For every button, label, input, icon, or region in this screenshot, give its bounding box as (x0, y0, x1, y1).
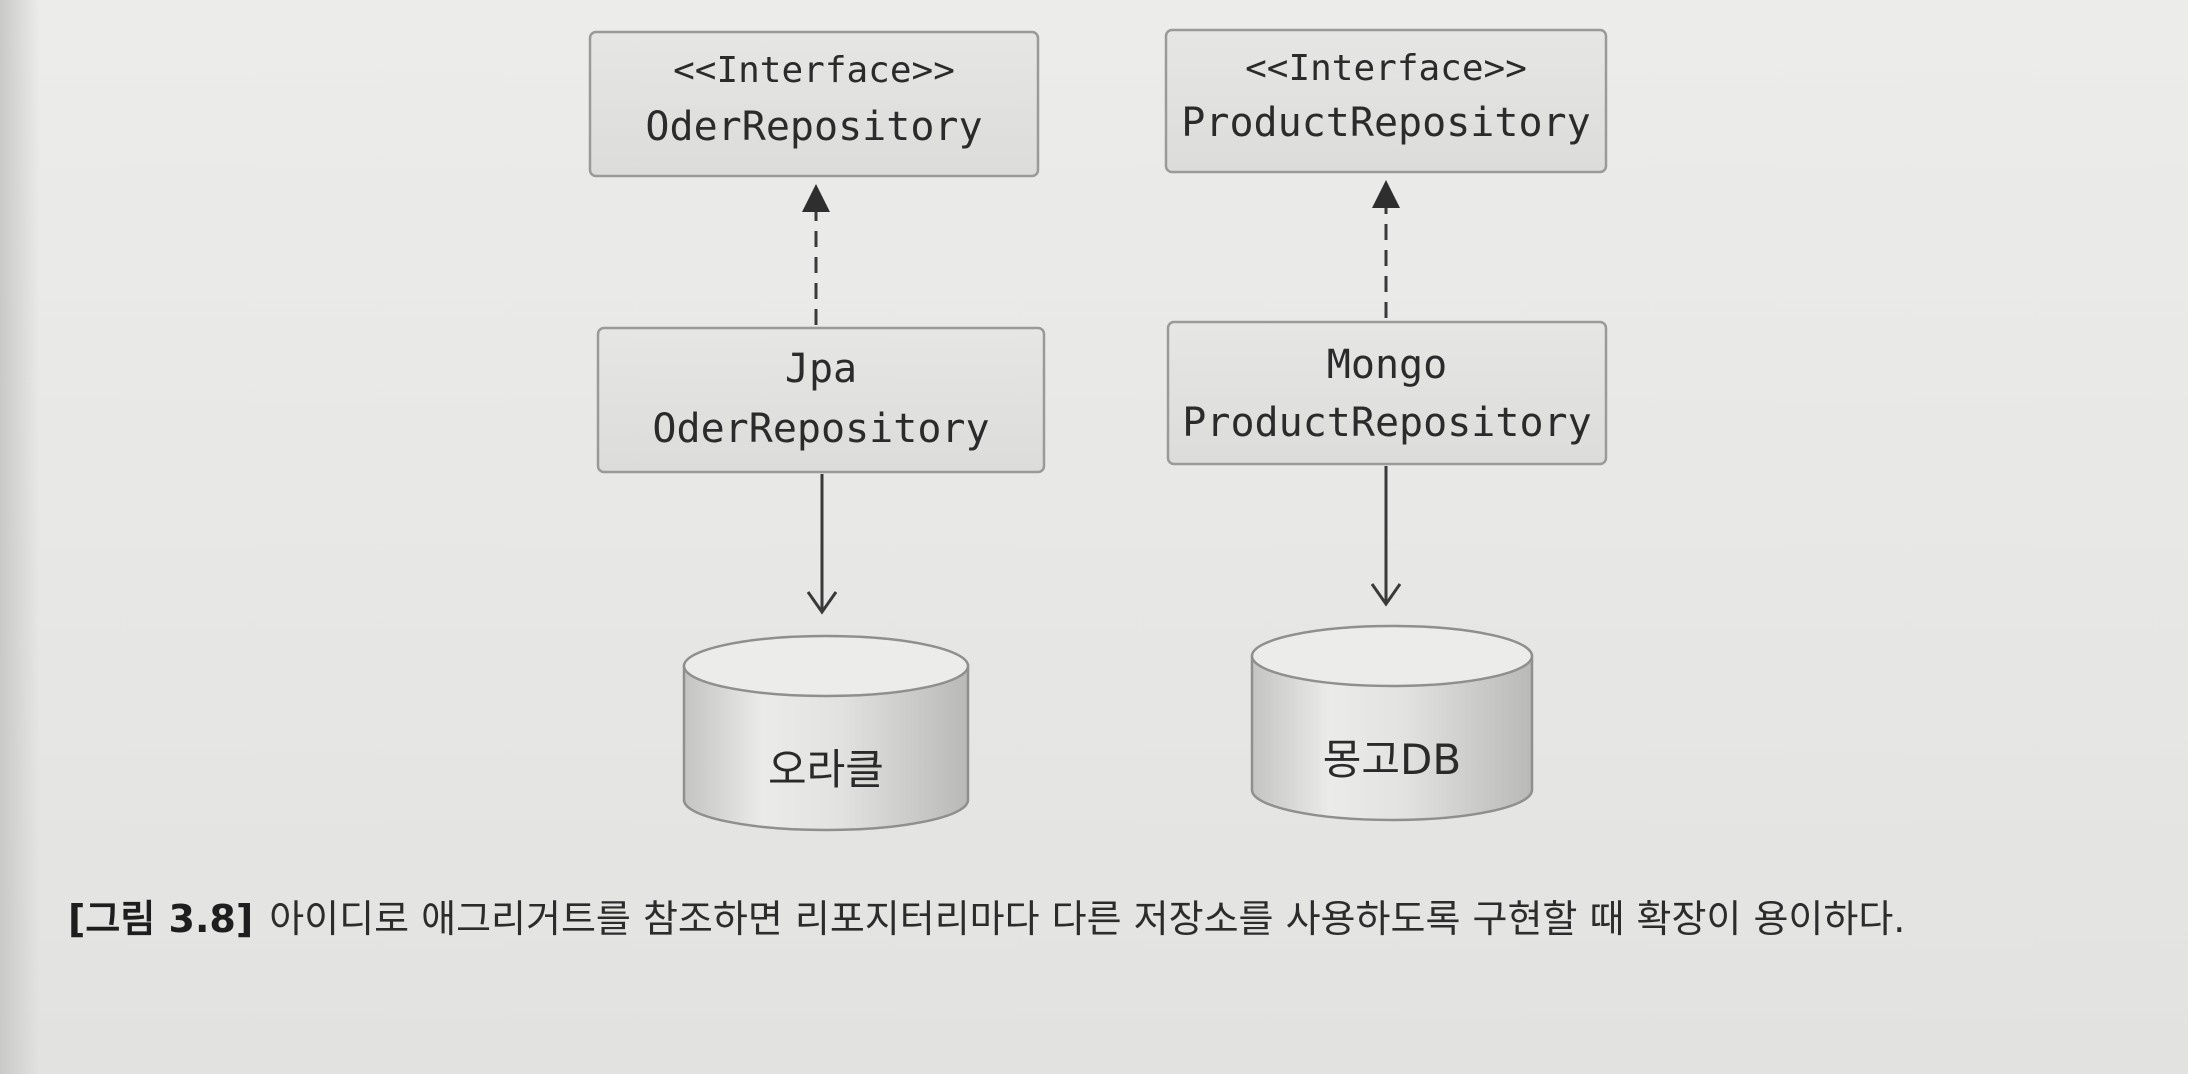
impl-line2-mongo: ProductRepository (1182, 400, 1591, 446)
realization-arrow-order (802, 184, 830, 325)
figure-number: [그림 3.8] (68, 897, 254, 941)
interface-stereotype-order: <<Interface>> (673, 50, 955, 91)
interface-stereotype-product: <<Interface>> (1245, 48, 1527, 89)
page-gutter-shadow (0, 0, 40, 1074)
caption-text: 아이디로 애그리거트를 참조하면 리포지터리마다 다른 저장소를 사용하도록 구… (269, 897, 1906, 941)
interface-box-product: <<Interface>> ProductRepository (1164, 28, 1608, 174)
uses-arrow-mongodb (1370, 466, 1402, 607)
database-cylinder-mongodb: 몽고DB (1250, 624, 1534, 822)
repository-diagram: <<Interface>> OderRepository <<Interface… (588, 28, 1608, 832)
interface-box-order: <<Interface>> OderRepository (588, 30, 1040, 178)
impl-box-jpa: Jpa OderRepository (596, 326, 1046, 474)
impl-line2-jpa: OderRepository (652, 406, 989, 452)
impl-line1-jpa: Jpa (785, 346, 857, 392)
database-label-mongodb: 몽고DB (1323, 735, 1461, 784)
database-label-oracle: 오라클 (768, 745, 884, 794)
realization-arrow-product (1372, 180, 1400, 318)
uses-arrow-oracle (806, 474, 838, 615)
impl-box-mongo: Mongo ProductRepository (1166, 320, 1608, 466)
database-cylinder-oracle: 오라클 (682, 634, 970, 832)
figure-caption: [그림 3.8] 아이디로 애그리거트를 참조하면 리포지터리마다 다른 저장소를… (68, 888, 2108, 950)
impl-line1-mongo: Mongo (1327, 342, 1447, 388)
interface-name-product: ProductRepository (1181, 100, 1590, 146)
interface-name-order: OderRepository (645, 104, 982, 150)
